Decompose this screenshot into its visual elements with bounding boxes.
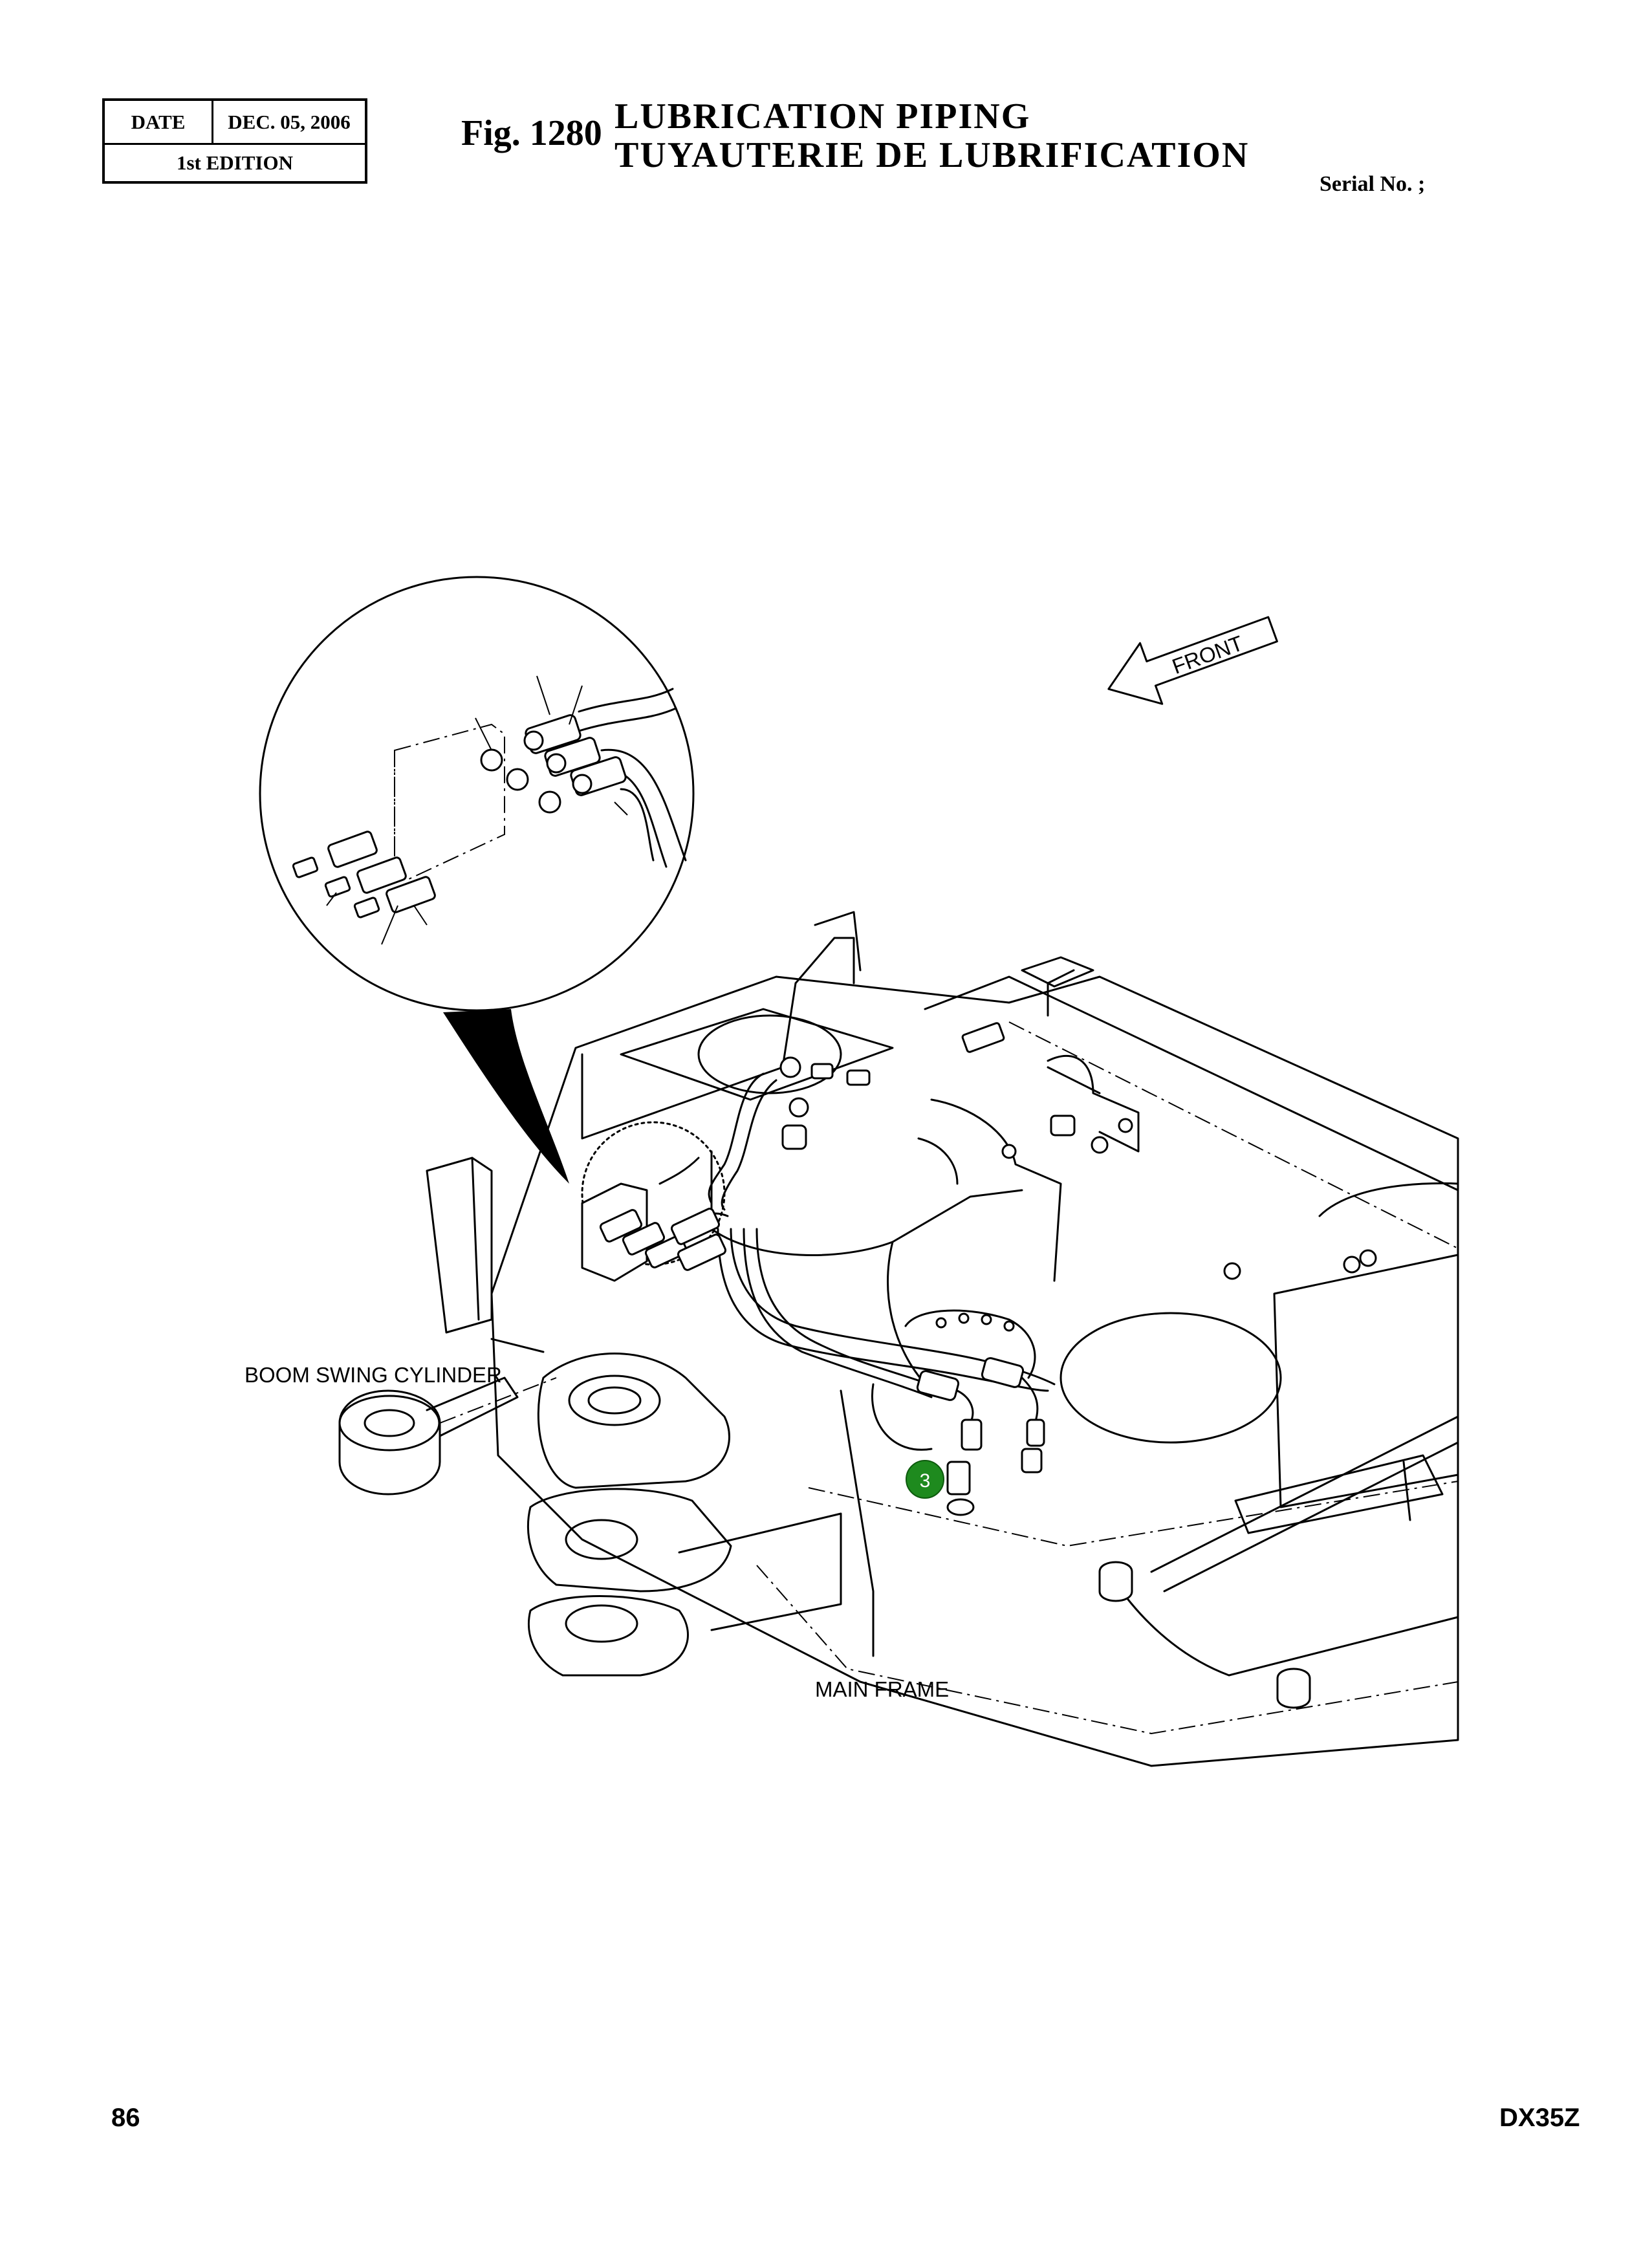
- front-arrow-icon: FRONT: [1107, 616, 1278, 705]
- boom-swing-cylinder-label: BOOM SWING CYLINDER: [245, 1363, 502, 1387]
- boom-swing-bracket: [426, 1157, 842, 1677]
- title-english: LUBRICATION PIPING: [614, 96, 1031, 136]
- callout-circle[interactable]: [906, 1460, 944, 1499]
- swing-bearing-mount: [871, 1309, 1036, 1451]
- date-row: DATE DEC. 05, 2006: [105, 101, 365, 145]
- boom-swing-cylinder: [338, 1376, 557, 1495]
- front-label: FRONT: [1169, 631, 1246, 679]
- callout-3[interactable]: 3: [906, 1460, 944, 1499]
- hose-bracket: [581, 1121, 727, 1282]
- date-value: DEC. 05, 2006: [228, 110, 351, 133]
- date-box: DATE DEC. 05, 2006 1st EDITION: [102, 98, 367, 184]
- grease-adaptors: [292, 831, 436, 919]
- detail-view: [259, 576, 695, 1012]
- model-name: DX35Z: [1499, 2104, 1580, 2132]
- page-number: 86: [111, 2104, 140, 2132]
- date-label: DATE: [105, 101, 213, 143]
- serial-number: Serial No. ;: [1320, 172, 1426, 196]
- title-french: TUYAUTERIE DE LUBRIFICATION: [614, 135, 1250, 175]
- hose-fitting-upper: [523, 714, 627, 796]
- detail-pointer: [443, 1009, 569, 1184]
- main-frame: [490, 911, 1459, 1767]
- figure-number: Fig. 1280: [461, 113, 602, 153]
- main-frame-label: MAIN FRAME: [815, 1677, 949, 1701]
- callout-number: 3: [920, 1470, 931, 1492]
- lubrication-hoses: [658, 1056, 1056, 1516]
- edition-label: 1st EDITION: [176, 151, 293, 174]
